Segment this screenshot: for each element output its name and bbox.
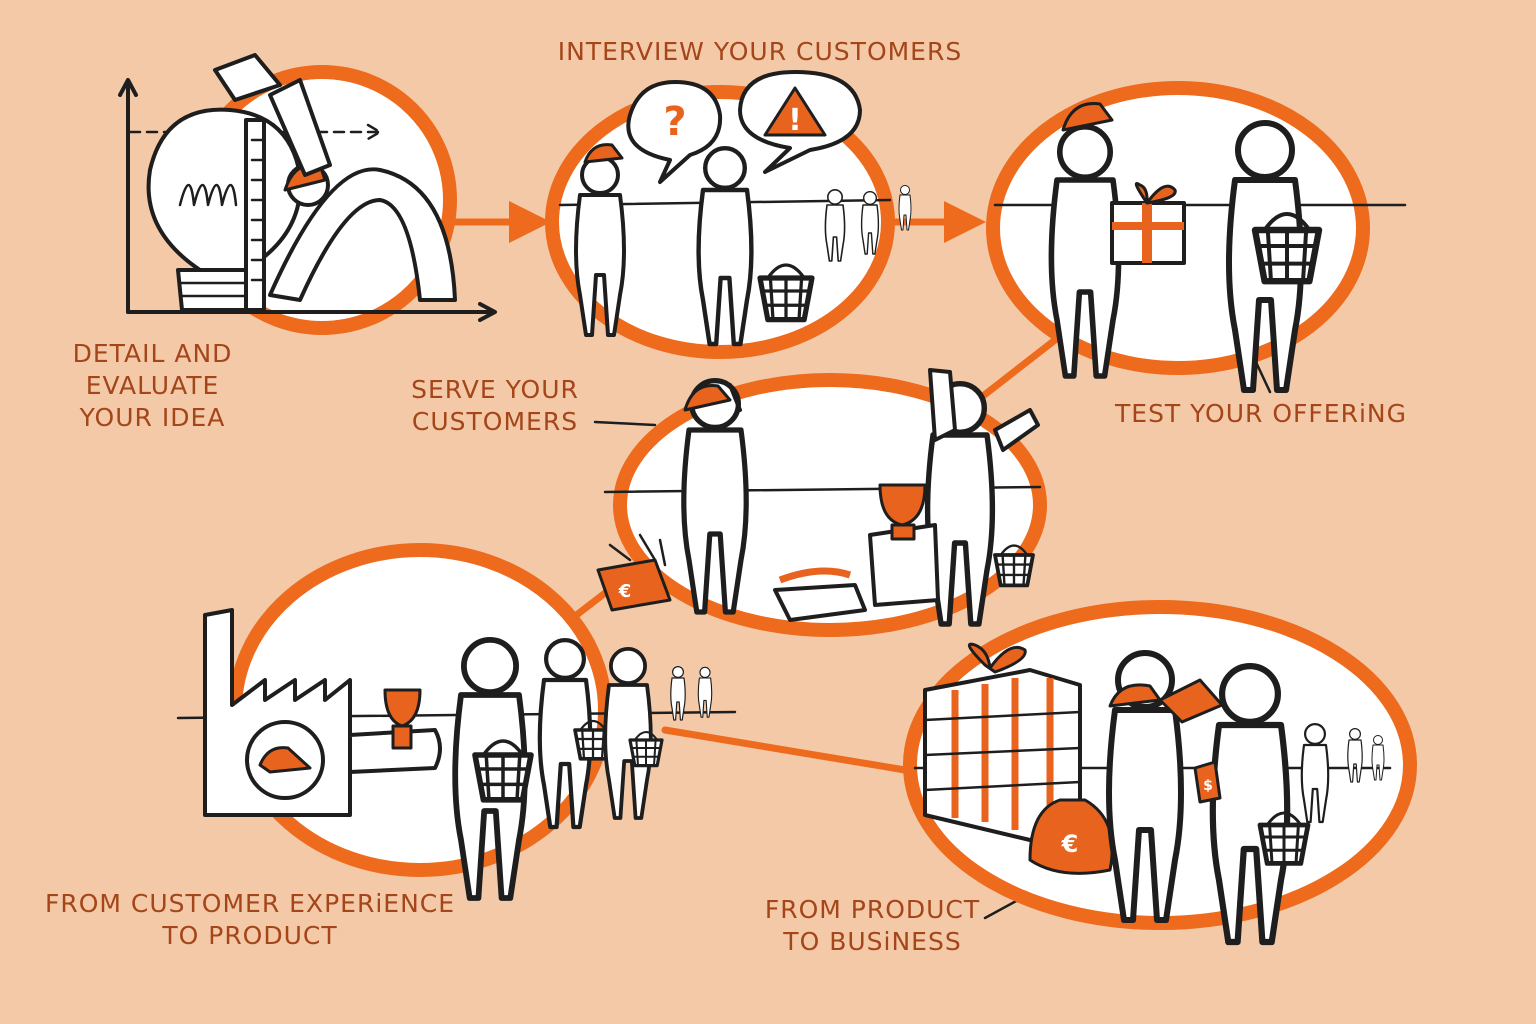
label-interview: INTERVIEW YOUR CUSTOMERS bbox=[557, 37, 963, 66]
label-test-offering: TEST YOUR OFFERiNG bbox=[1115, 399, 1407, 428]
trophy-box-icon bbox=[868, 483, 940, 607]
label-product-to-business: FROM PRODUCT TO BUSiNESS bbox=[764, 895, 981, 956]
conveyor-belt bbox=[348, 728, 442, 774]
measuring-person-icon bbox=[213, 53, 457, 302]
bubble-business: € $ bbox=[903, 600, 1417, 942]
label-leader-business bbox=[983, 898, 1020, 920]
orange-cap-icon bbox=[1108, 683, 1162, 708]
trophy-icon bbox=[383, 688, 422, 750]
warning-mark: ! bbox=[788, 103, 802, 138]
cash-note-icon: $ bbox=[1193, 760, 1222, 804]
factory-icon bbox=[203, 608, 352, 817]
question-mark: ? bbox=[663, 99, 686, 145]
bubble-detail bbox=[118, 53, 497, 335]
gift-icon bbox=[1110, 182, 1186, 265]
orange-cap-icon bbox=[683, 384, 732, 412]
raised-arm bbox=[728, 383, 742, 412]
orange-cap-icon bbox=[583, 143, 624, 164]
label-experience-to-product: FROM CUSTOMER EXPERiENCE TO PRODUCT bbox=[44, 889, 456, 950]
ribbon bbox=[778, 567, 852, 584]
warning-bubble-icon: ! bbox=[738, 70, 862, 174]
bubble-experience bbox=[176, 543, 737, 898]
toolbox-euro: € bbox=[618, 581, 632, 602]
customer-figure bbox=[603, 646, 653, 820]
label-detail-evaluate: DETAIL AND EVALUATE YOUR IDEA bbox=[72, 339, 233, 432]
label-leader-serve bbox=[593, 420, 657, 427]
gift-building-icon bbox=[923, 642, 1082, 842]
ruler-icon bbox=[244, 118, 266, 312]
orange-cap-icon bbox=[1061, 102, 1114, 132]
bubble-interview: ? ! bbox=[545, 70, 912, 359]
bubble-test bbox=[986, 81, 1407, 390]
raised-arm bbox=[993, 408, 1040, 452]
money-bag-icon: € bbox=[1028, 798, 1114, 875]
money-bag-euro: € bbox=[1061, 830, 1079, 858]
chart-y-axis bbox=[118, 78, 138, 314]
bubble-serve: € bbox=[596, 368, 1047, 637]
raised-arm bbox=[928, 368, 957, 442]
question-bubble-icon: ? bbox=[626, 80, 723, 184]
open-box-lid bbox=[773, 583, 867, 622]
toolbox-icon: € bbox=[596, 533, 672, 612]
label-serve: SERVE YOUR CUSTOMERS bbox=[411, 375, 579, 436]
line-experience-to-business bbox=[661, 726, 909, 774]
distant-person bbox=[697, 666, 713, 718]
cash-dollar: $ bbox=[1203, 778, 1213, 794]
